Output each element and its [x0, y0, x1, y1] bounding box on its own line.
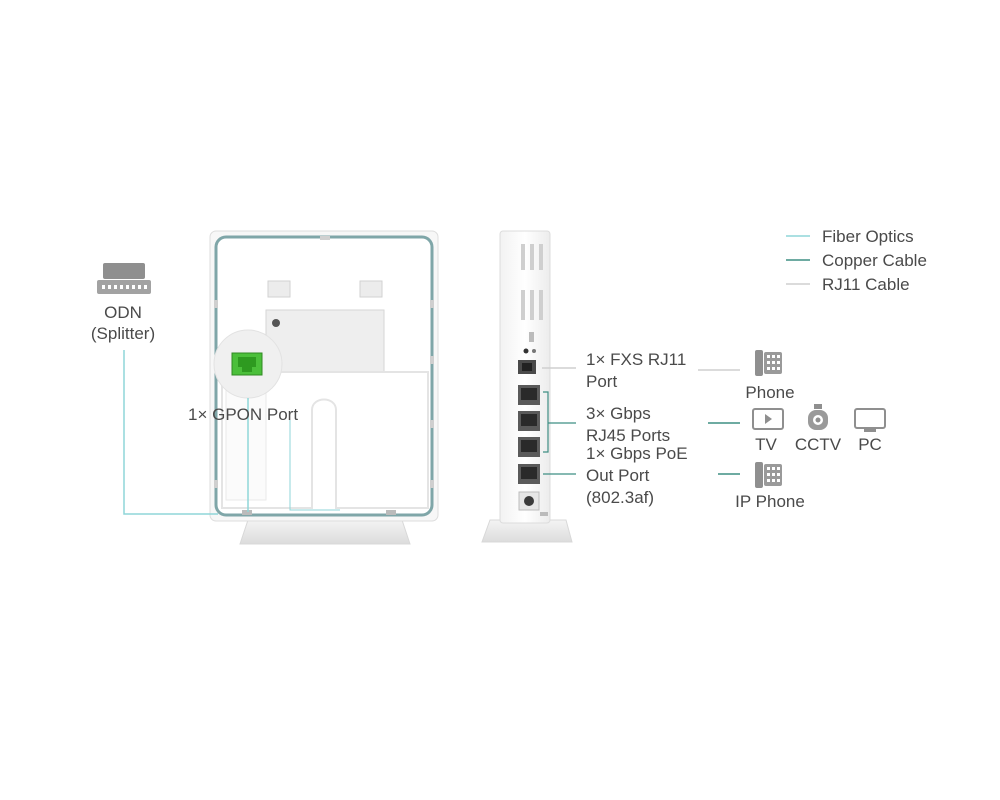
odn-splitter-icon: [97, 263, 151, 294]
legend-label-rj11: RJ11 Cable: [822, 275, 910, 294]
phone-label: Phone: [745, 383, 795, 402]
odn-sublabel: (Splitter): [90, 324, 156, 343]
gpon-port-label: 1× GPON Port: [188, 405, 299, 424]
rj45-ports-label-2: RJ45 Ports: [586, 426, 671, 445]
cctv-label: CCTV: [794, 435, 842, 454]
poe-port-label-3: (802.3af): [586, 488, 655, 507]
rj11-port-label-2: Port: [586, 372, 618, 391]
odn-label: ODN: [104, 303, 142, 322]
cctv-icon: [808, 404, 828, 430]
fiber-cable-line: [123, 350, 218, 515]
rj11-port-label: 1× FXS RJ11: [586, 350, 687, 369]
gpon-leader-line: [289, 420, 340, 511]
pc-label: PC: [858, 435, 882, 454]
pc-icon: [854, 408, 886, 432]
poe-port-label-2: Out Port: [586, 466, 650, 485]
legend-label-copper: Copper Cable: [822, 251, 927, 270]
device-back-view: [209, 230, 439, 545]
tv-icon: [752, 408, 784, 430]
rj45-bracket-line: [543, 391, 549, 453]
tv-label: TV: [755, 435, 777, 454]
ip-phone-label: IP Phone: [735, 492, 805, 511]
phone-icon: [755, 350, 782, 376]
rj45-ports-label: 3× Gbps: [586, 404, 651, 423]
gpon-port-magnifier: [213, 329, 283, 399]
device-side-view: [481, 230, 573, 543]
poe-port-label: 1× Gbps PoE: [586, 444, 688, 463]
ip-phone-icon: [755, 462, 782, 488]
legend-label-fiber: Fiber Optics: [822, 227, 914, 246]
